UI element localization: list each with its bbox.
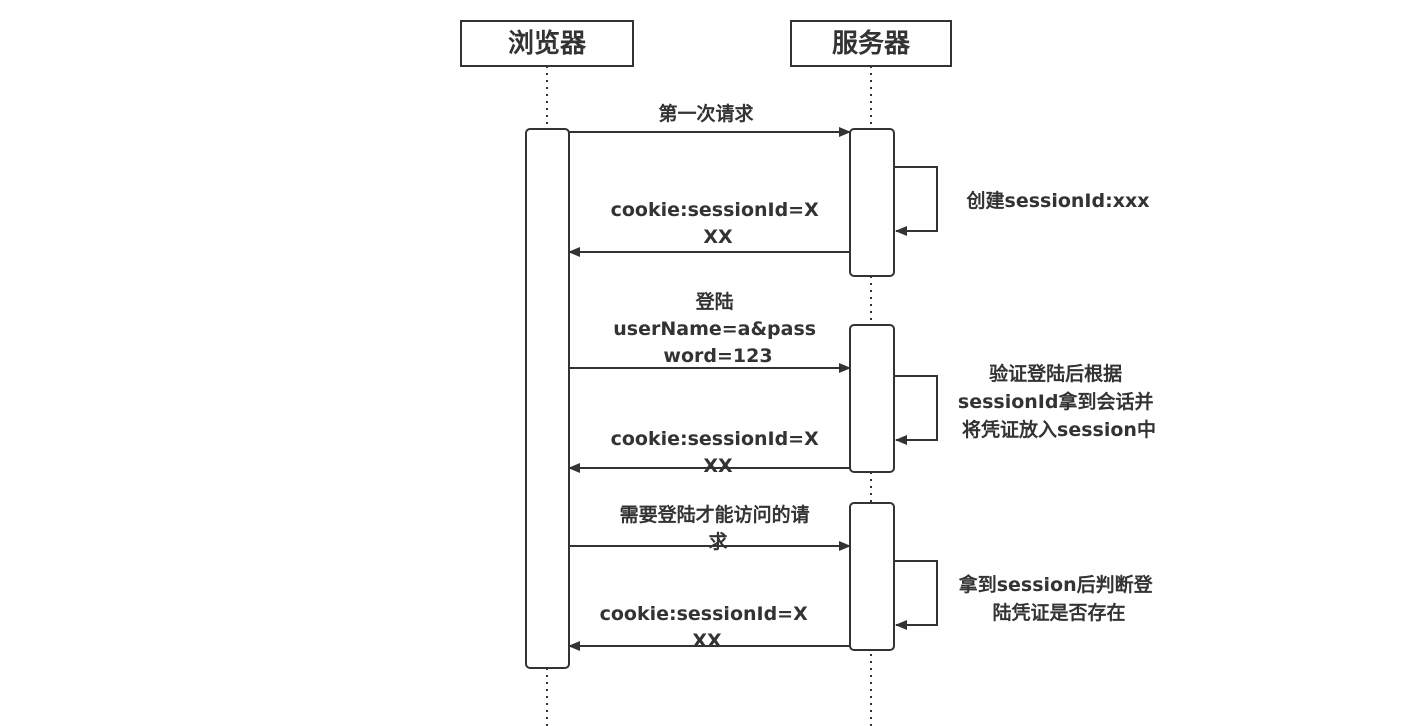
server-activation-3 (849, 502, 895, 651)
note-create-session: 创建sessionId:xxx (966, 189, 1150, 212)
self-call-loop-3 (894, 560, 938, 630)
message-label-first-request: 第一次请求 (658, 102, 754, 125)
browser-label: 浏览器 (508, 29, 587, 59)
self-call-loop-1 (894, 166, 938, 236)
message-label-cookie-1: cookie:sessionId=X XX (611, 199, 826, 248)
message-label-login: 登陆 userName=a&pass word=123 (613, 290, 822, 367)
server-label: 服务器 (832, 29, 911, 59)
server-activation-2 (849, 324, 895, 473)
message-label-cookie-3: cookie:sessionId=X XX (600, 603, 815, 652)
self-call-loop-2 (894, 375, 938, 445)
message-label-protected-request: 需要登陆才能访问的请 求 (620, 503, 817, 553)
message-label-cookie-2: cookie:sessionId=X XX (611, 428, 826, 477)
server-participant: 服务器 (790, 20, 952, 67)
note-verify-login: 验证登陆后根据 sessionId拿到会话并 将凭证放入session中 (958, 362, 1160, 441)
note-check-credential: 拿到session后判断登 陆凭证是否存在 (958, 573, 1160, 624)
browser-participant: 浏览器 (460, 20, 634, 67)
browser-activation (525, 128, 570, 669)
server-activation-1 (849, 128, 895, 277)
